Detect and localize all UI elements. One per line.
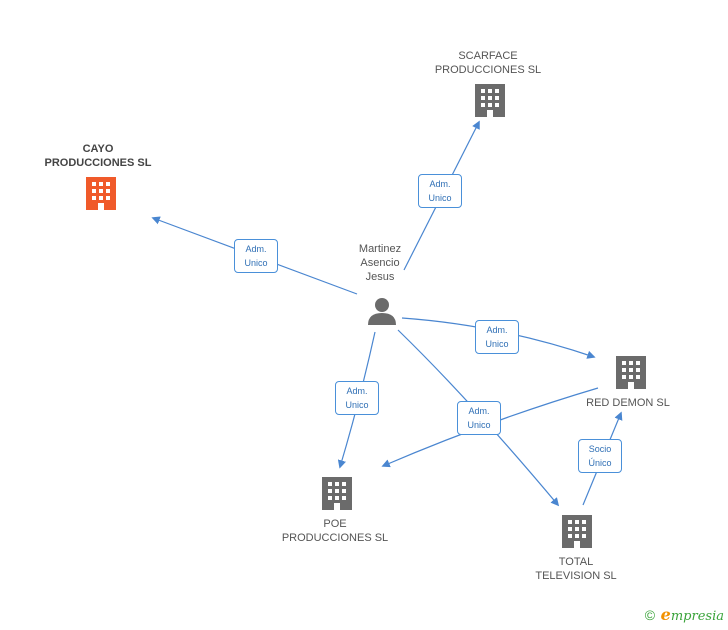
company-name-line: POE [323, 518, 347, 530]
edge-label-line: Adm. [468, 406, 490, 416]
company-name-line: TELEVISION SL [535, 570, 617, 582]
company-label-scarface[interactable]: SCARFACE PRODUCCIONES SL [418, 49, 558, 77]
edge-label-line: Adm. [486, 325, 508, 335]
building-icon-red-demon[interactable] [616, 356, 646, 389]
company-label-total[interactable]: TOTAL TELEVISION SL [516, 555, 636, 583]
company-name-line: PRODUCCIONES SL [44, 157, 152, 169]
edge-label-to-red-demon[interactable]: Adm. Unico [475, 320, 519, 354]
company-name-line: SCARFACE [458, 50, 518, 62]
edge-label-to-poe[interactable]: Adm. Unico [335, 381, 379, 415]
edge-label-line: Único [588, 458, 612, 468]
edge-label-line: Unico [244, 258, 268, 268]
person-name-line: Martinez [358, 243, 402, 255]
company-name-line: CAYO [82, 143, 114, 155]
building-icon-total[interactable] [562, 515, 592, 548]
edge-label-line: Unico [485, 339, 509, 349]
person-icon[interactable] [368, 298, 396, 325]
edge-label-line: Unico [428, 193, 452, 203]
copyright-icon: © [644, 607, 656, 623]
person-name[interactable]: Martinez Asencio Jesus [340, 242, 420, 284]
company-name-line: PRODUCCIONES SL [281, 532, 389, 544]
edge-label-line: Adm. [429, 179, 451, 189]
edge-label-line: Unico [345, 400, 369, 410]
person-name-line: Asencio [360, 257, 400, 269]
edge-label-line: Socio [588, 444, 612, 454]
edge-label-total-to-red-demon[interactable]: Socio Único [578, 439, 622, 473]
company-name-line: PRODUCCIONES SL [434, 64, 542, 76]
building-icon-scarface[interactable] [475, 84, 505, 117]
edge-label-to-cayo[interactable]: Adm. Unico [234, 239, 278, 273]
company-label-cayo[interactable]: CAYO PRODUCCIONES SL [28, 142, 168, 170]
company-name-line: TOTAL [558, 556, 594, 568]
company-label-red-demon[interactable]: RED DEMON SL [568, 396, 688, 410]
edge-label-to-scarface[interactable]: Adm. Unico [418, 174, 462, 208]
company-label-poe[interactable]: POE PRODUCCIONES SL [270, 517, 400, 545]
building-icon-poe[interactable] [322, 477, 352, 510]
brand-footer[interactable]: © empresia [645, 605, 724, 624]
building-icon-cayo[interactable] [86, 177, 116, 210]
edge-label-line: Adm. [346, 386, 368, 396]
edge-label-to-total[interactable]: Adm. Unico [457, 401, 501, 435]
company-name-line: RED DEMON SL [586, 397, 670, 409]
edge-label-line: Adm. [245, 244, 267, 254]
brand-logo-text: mpresia [670, 609, 724, 624]
person-name-line: Jesus [365, 271, 395, 283]
edge-label-line: Unico [467, 420, 491, 430]
brand-logo-letter: e [660, 605, 671, 624]
